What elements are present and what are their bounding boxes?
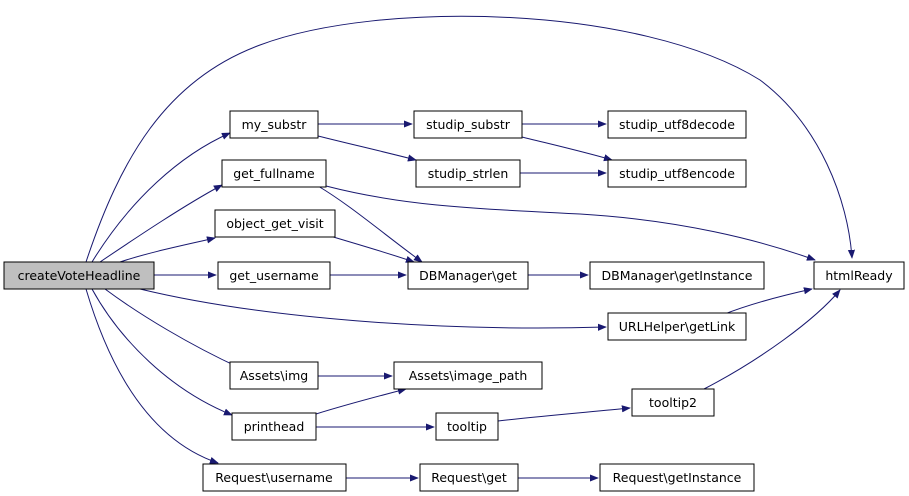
- node-get-username[interactable]: get_username: [217, 261, 331, 290]
- edge-createvoteheadline-htmlready: [85, 15, 856, 263]
- node-tooltip2[interactable]: tooltip2: [631, 388, 715, 417]
- edge-tooltip-tooltip2: [497, 405, 631, 422]
- node-label: URLHelper\getLink: [619, 319, 736, 334]
- node-request-get[interactable]: Request\get: [419, 463, 519, 492]
- node-label: createVoteHeadline: [18, 268, 141, 283]
- node-label: studip_strlen: [428, 166, 509, 181]
- edge-createvoteheadline-object-get-visit: [119, 236, 216, 263]
- node-studip-utf8decode[interactable]: studip_utf8decode: [607, 110, 747, 139]
- node-label: studip_utf8encode: [619, 166, 735, 181]
- node-request-getinstance[interactable]: Request\getInstance: [599, 463, 755, 492]
- node-createvoteheadline[interactable]: createVoteHeadline: [3, 261, 155, 290]
- node-label: Assets\image_path: [409, 368, 528, 383]
- node-label: printhead: [244, 419, 305, 434]
- node-assets-img[interactable]: Assets\img: [229, 361, 319, 390]
- edge-createvoteheadline-my-substr: [91, 132, 231, 263]
- node-label: Request\get: [431, 470, 507, 485]
- node-printhead[interactable]: printhead: [231, 412, 317, 441]
- edge-createvoteheadline-urlhelper-getlink: [139, 288, 607, 331]
- edge-object-get-visit-dbmanager-get: [329, 235, 415, 263]
- node-label: tooltip: [447, 419, 487, 434]
- node-label: tooltip2: [649, 395, 697, 410]
- edge-my-substr-studip-strlen: [317, 135, 417, 162]
- edge-createvoteheadline-printhead: [91, 288, 233, 416]
- edge-get-fullname-dbmanager-get: [317, 185, 423, 263]
- node-tooltip[interactable]: tooltip: [435, 412, 499, 441]
- node-studip-substr[interactable]: studip_substr: [413, 110, 523, 139]
- nodes: createVoteHeadline my_substr get_fullnam…: [3, 110, 905, 492]
- node-label: get_username: [229, 268, 319, 283]
- node-get-fullname[interactable]: get_fullname: [221, 159, 327, 188]
- node-my-substr[interactable]: my_substr: [229, 110, 319, 139]
- node-label: studip_substr: [426, 117, 511, 132]
- node-label: DBManager\getInstance: [602, 268, 753, 283]
- node-label: DBManager\get: [419, 268, 517, 283]
- node-label: Request\username: [215, 470, 333, 485]
- node-dbmanager-getinstance[interactable]: DBManager\getInstance: [589, 261, 765, 290]
- node-htmlready[interactable]: htmlReady: [813, 261, 905, 290]
- node-object-get-visit[interactable]: object_get_visit: [214, 209, 336, 238]
- node-request-username[interactable]: Request\username: [202, 463, 347, 492]
- edge-tooltip2-htmlready: [703, 289, 841, 390]
- edge-printhead-assets-image-path: [315, 387, 407, 415]
- node-urlhelper-getlink[interactable]: URLHelper\getLink: [607, 312, 747, 341]
- node-studip-strlen[interactable]: studip_strlen: [415, 159, 521, 188]
- node-assets-image-path[interactable]: Assets\image_path: [393, 361, 543, 390]
- node-label: Assets\img: [240, 368, 308, 383]
- node-studip-utf8encode[interactable]: studip_utf8encode: [607, 159, 747, 188]
- edge-createvoteheadline-assets-img: [104, 288, 241, 369]
- edge-createvoteheadline-get-fullname: [99, 184, 223, 263]
- node-label: studip_utf8decode: [619, 117, 735, 132]
- node-label: Request\getInstance: [613, 470, 742, 485]
- node-label: htmlReady: [825, 268, 893, 283]
- edges: [85, 15, 856, 482]
- edge-studip-substr-studip-utf8encode: [517, 135, 613, 162]
- edge-get-fullname-htmlready: [325, 185, 816, 261]
- node-dbmanager-get[interactable]: DBManager\get: [407, 261, 529, 290]
- edge-urlhelper-getlink-htmlready: [721, 287, 813, 316]
- node-label: get_fullname: [233, 166, 315, 181]
- edge-createvoteheadline-request-username: [85, 288, 219, 464]
- node-label: object_get_visit: [226, 216, 323, 231]
- node-label: my_substr: [242, 117, 308, 132]
